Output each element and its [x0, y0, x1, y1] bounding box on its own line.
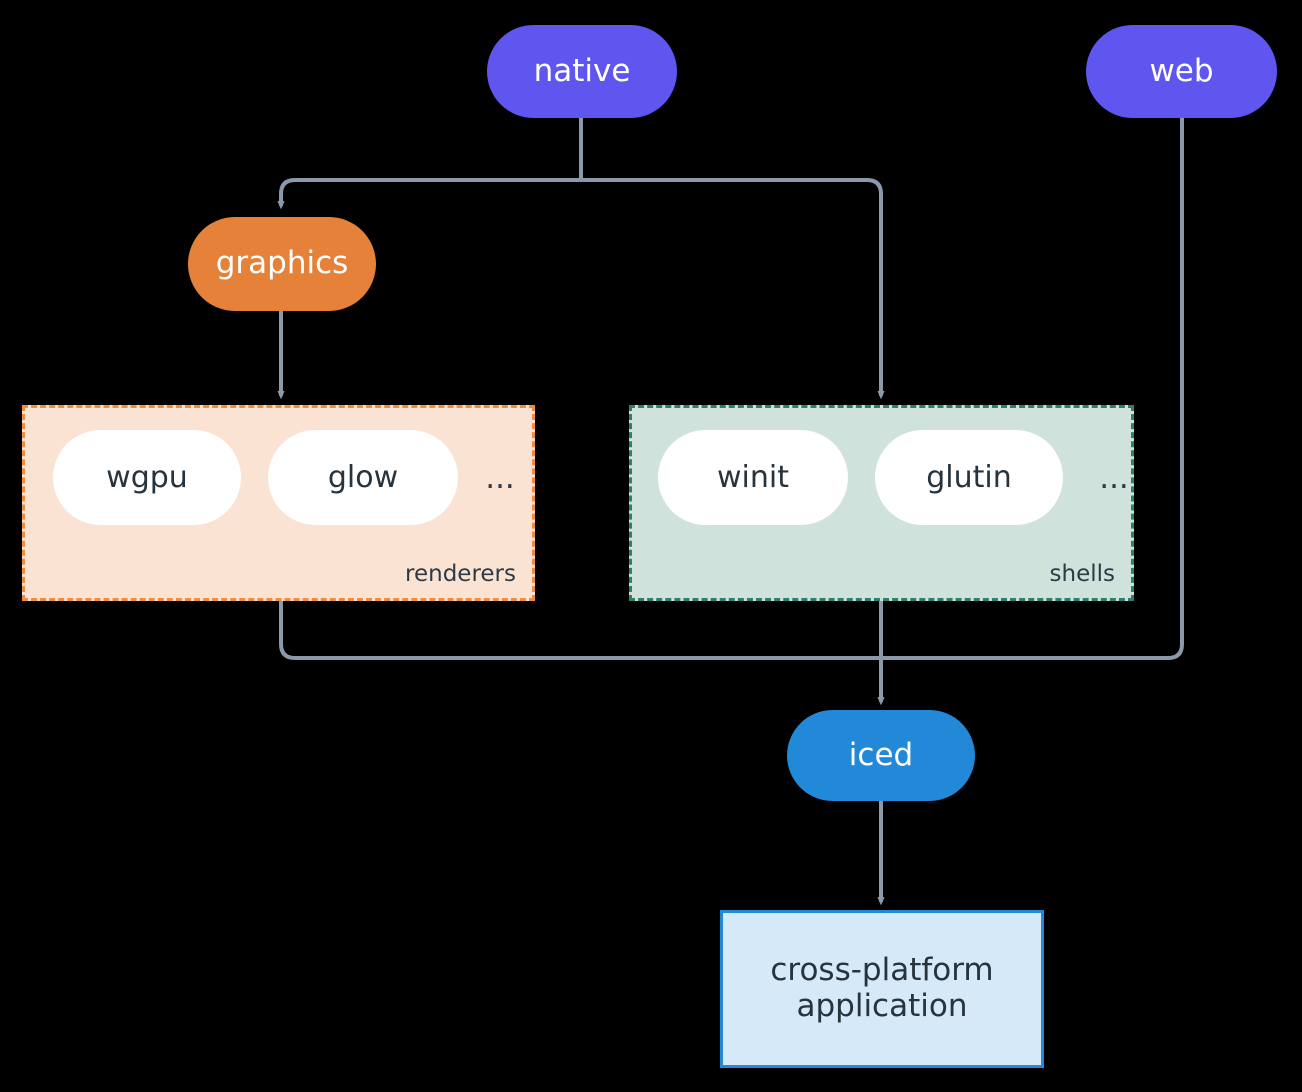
node-application-line2: application	[796, 988, 968, 1024]
node-native-label: native	[533, 52, 631, 89]
node-application[interactable]: cross-platform application	[720, 910, 1044, 1068]
shells-overflow-ellipsis: ...	[1091, 459, 1137, 496]
edge-native-to-graphics	[277, 178, 581, 210]
node-graphics-label: graphics	[215, 245, 349, 282]
shells-overflow-label: ...	[1099, 459, 1129, 496]
node-web[interactable]: web	[1086, 25, 1277, 118]
node-native[interactable]: native	[487, 25, 677, 118]
group-renderers-label: renderers	[405, 561, 516, 587]
leaf-winit[interactable]: winit	[658, 430, 848, 525]
node-graphics[interactable]: graphics	[188, 217, 376, 311]
node-application-text: cross-platform application	[770, 953, 993, 1024]
leaf-glutin[interactable]: glutin	[875, 430, 1063, 525]
leaf-wgpu[interactable]: wgpu	[53, 430, 241, 525]
group-shells-label: shells	[1049, 561, 1115, 587]
node-iced-label: iced	[848, 736, 914, 773]
leaf-glutin-label: glutin	[926, 460, 1012, 495]
leaf-winit-label: winit	[717, 460, 789, 495]
leaf-glow-label: glow	[327, 460, 399, 495]
renderers-overflow-ellipsis: ...	[477, 459, 523, 496]
node-application-line1: cross-platform	[770, 952, 994, 989]
leaf-glow[interactable]: glow	[268, 430, 458, 525]
node-web-label: web	[1149, 52, 1214, 89]
node-iced[interactable]: iced	[787, 710, 975, 801]
edge-renderers-to-iced	[279, 601, 881, 660]
group-shells: winit glutin ... shells	[629, 405, 1134, 601]
group-renderers: wgpu glow ... renderers	[22, 405, 535, 601]
leaf-wgpu-label: wgpu	[106, 460, 188, 495]
renderers-overflow-label: ...	[485, 459, 515, 496]
edge-native-to-shells	[581, 178, 885, 400]
